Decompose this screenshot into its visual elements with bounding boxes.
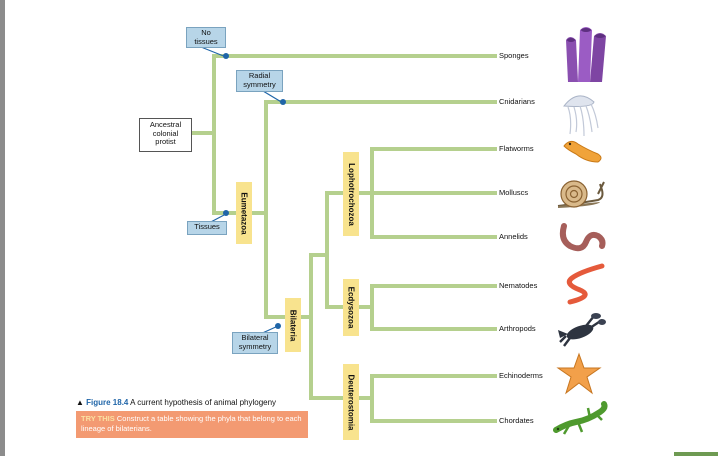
clade-ecdysozoa: Ecdysozoa: [343, 279, 359, 336]
taxon-arthropods: Arthropods: [499, 324, 536, 333]
taxon-molluscs: Molluscs: [499, 188, 529, 197]
clade-bilateria: Bilateria: [285, 298, 301, 352]
flatworm-icon: [563, 140, 602, 163]
figure-caption: ▲ Figure 18.4 A current hypothesis of an…: [76, 398, 277, 407]
salamander-icon: [553, 401, 608, 435]
clade-lophotrochozoa: Lophotrochozoa: [343, 152, 359, 236]
try-this-text: Construct a table showing the phyla that…: [81, 414, 302, 433]
taxon-sponges: Sponges: [499, 51, 529, 60]
try-this-box: TRY THIS Construct a table showing the p…: [76, 411, 308, 438]
page-edge-bar: [0, 0, 5, 456]
taxon-echinoderms: Echinoderms: [499, 371, 543, 380]
node-dot-radial: [280, 99, 286, 105]
jellyfish-icon: [563, 95, 599, 137]
taxon-annelids: Annelids: [499, 232, 528, 241]
node-no-tissues: No tissues: [186, 27, 226, 48]
clade-ecdysozoa-label: Ecdysozoa: [346, 286, 356, 329]
taxon-flatworms: Flatworms: [499, 144, 534, 153]
node-bilateral-symmetry: Bilateral symmetry: [232, 332, 278, 354]
taxon-cnidarians: Cnidarians: [499, 97, 535, 106]
nematode-icon: [566, 263, 605, 305]
sponge-icon: [566, 27, 606, 82]
node-dot-bilateral: [275, 323, 281, 329]
node-dot-tissues: [223, 210, 229, 216]
taxon-nematodes: Nematodes: [499, 281, 538, 290]
clade-deuterostomia: Deuterostomia: [343, 364, 359, 440]
clade-eumetazoa-label: Eumetazoa: [239, 191, 249, 235]
clade-bilateria-label: Bilateria: [288, 309, 298, 341]
node-dot-no-tissues: [223, 53, 229, 59]
node-radial-symmetry: Radial symmetry: [236, 70, 283, 92]
earthworm-icon: [559, 223, 606, 252]
snail-icon: [557, 180, 605, 208]
node-tissues: Tissues: [187, 221, 227, 235]
taxon-chordates: Chordates: [499, 416, 534, 425]
page-corner-bar: [674, 452, 718, 456]
clade-lophotrochozoa-label: Lophotrochozoa: [346, 162, 356, 226]
starfish-icon: [556, 352, 602, 395]
try-this-label: TRY THIS: [81, 414, 115, 423]
figure-number: Figure 18.4: [86, 398, 129, 407]
clade-deuterostomia-label: Deuterostomia: [346, 373, 356, 431]
figure-title: A current hypothesis of animal phylogeny: [130, 398, 277, 407]
clade-eumetazoa: Eumetazoa: [236, 182, 252, 244]
lobster-icon: [558, 313, 606, 347]
pointer-no-tissues: [200, 46, 227, 58]
node-ancestral-protist: Ancestral colonial protist: [139, 118, 192, 152]
